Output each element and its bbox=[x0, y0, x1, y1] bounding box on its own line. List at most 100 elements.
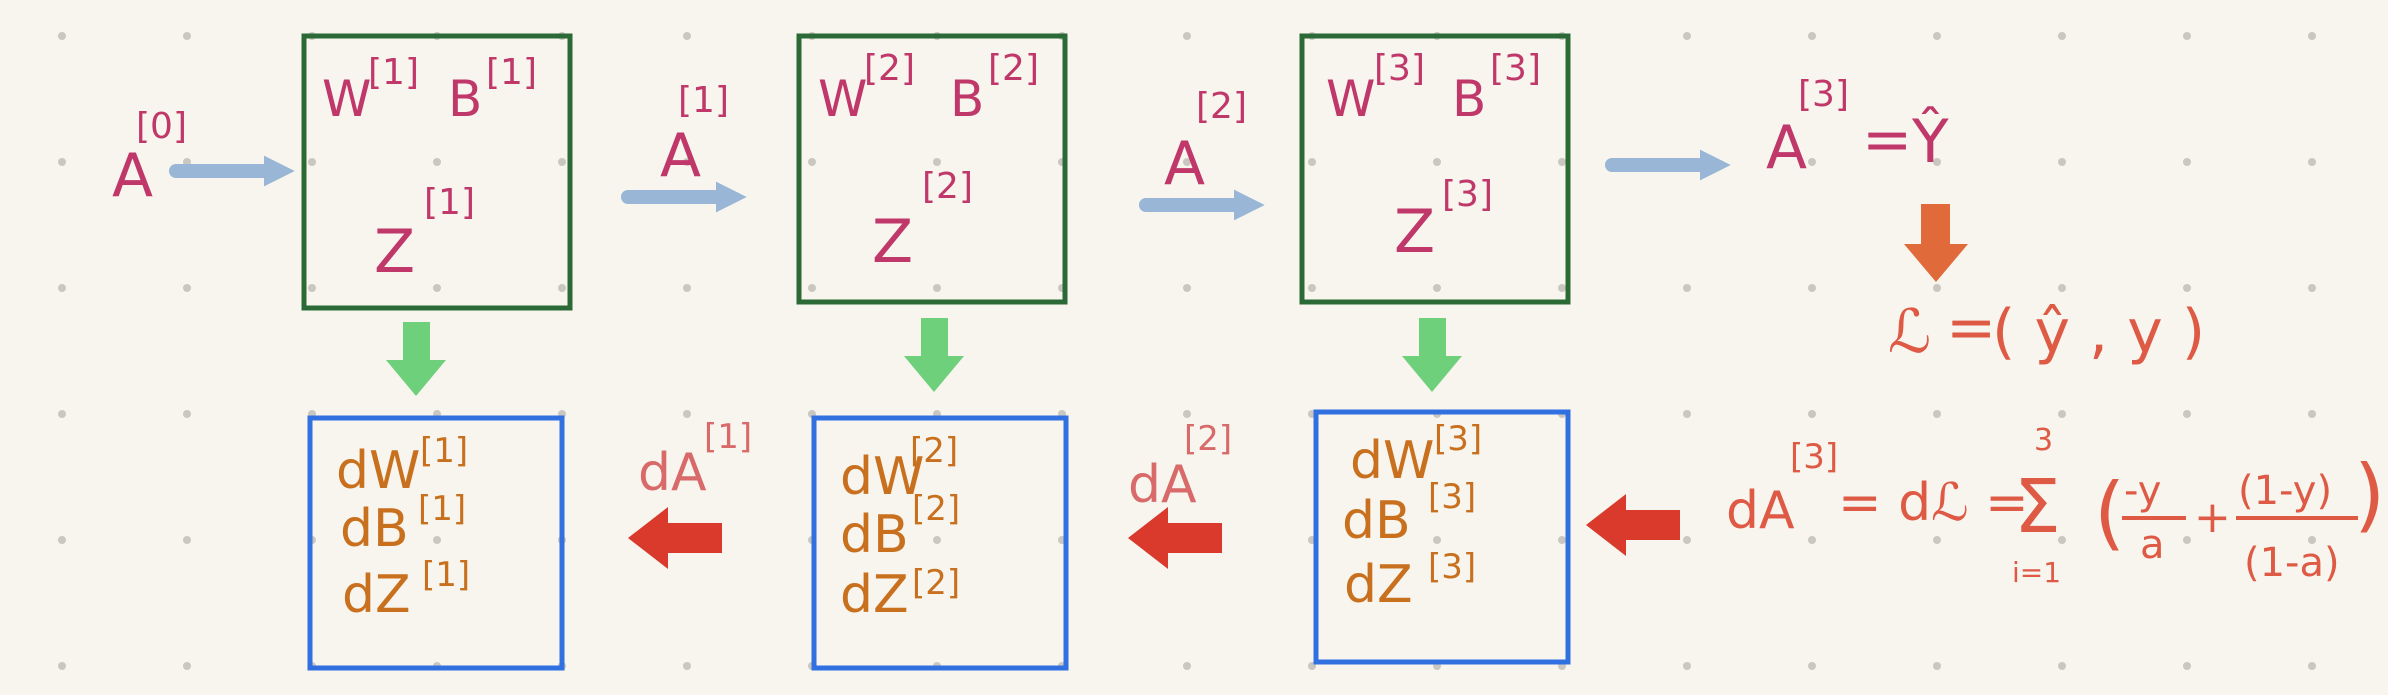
preactivation-sup-1: [1] bbox=[424, 182, 475, 223]
grid-dot bbox=[1683, 32, 1691, 40]
grad-bias-sup-3: [3] bbox=[1428, 477, 1476, 517]
grid-dot bbox=[1433, 158, 1441, 166]
grid-dot bbox=[1808, 32, 1816, 40]
grid-dot bbox=[2058, 410, 2066, 418]
grad-activation-1: dA bbox=[638, 443, 707, 503]
grid-dot bbox=[683, 662, 691, 670]
weight-sup-3: [3] bbox=[1374, 48, 1425, 89]
preactivation-label-1: Z bbox=[374, 217, 415, 287]
grid-dot bbox=[1933, 32, 1941, 40]
backward-layer-box-3 bbox=[1313, 409, 1571, 665]
input-activation: A bbox=[112, 141, 153, 211]
loss-equals: = bbox=[1946, 293, 1996, 363]
grid-dot bbox=[1558, 158, 1566, 166]
bias-label-2: B bbox=[950, 70, 984, 128]
grad-weight-3: dW bbox=[1350, 431, 1434, 491]
preactivation-sup-3: [3] bbox=[1442, 174, 1493, 215]
grid-dot bbox=[1308, 284, 1316, 292]
backward-arrow-1 bbox=[628, 507, 722, 569]
backward-arrow-2 bbox=[1128, 507, 1222, 569]
backward-arrow-3 bbox=[1586, 494, 1680, 556]
weight-sup-2: [2] bbox=[864, 48, 915, 89]
grid-dot bbox=[58, 536, 66, 544]
bias-sup-3: [3] bbox=[1490, 48, 1541, 89]
grid-dot bbox=[933, 158, 941, 166]
grid-dot bbox=[58, 158, 66, 166]
grid-dot bbox=[683, 158, 691, 166]
grid-dot bbox=[2308, 158, 2316, 166]
grid-dot bbox=[1683, 536, 1691, 544]
grad-weight-1: dW bbox=[336, 441, 420, 501]
activation-1: A bbox=[660, 121, 701, 191]
preactivation-label-3: Z bbox=[1394, 197, 1435, 267]
grid-dot bbox=[683, 32, 691, 40]
grid-dot bbox=[2183, 284, 2191, 292]
close-paren: ) bbox=[2354, 448, 2385, 541]
grid-dot bbox=[2058, 536, 2066, 544]
preactivation-sup-2: [2] bbox=[922, 166, 973, 207]
grid-dot bbox=[2308, 536, 2316, 544]
input-activation-sup: [0] bbox=[136, 106, 187, 147]
activation-2-sup: [2] bbox=[1196, 86, 1247, 127]
term1-numerator: -y bbox=[2124, 468, 2161, 514]
grid-dot bbox=[1933, 536, 1941, 544]
term1-denominator: a bbox=[2140, 522, 2165, 568]
grid-dot bbox=[58, 32, 66, 40]
down-arrow-green-1 bbox=[386, 322, 446, 396]
bias-sup-1: [1] bbox=[486, 52, 537, 93]
forward-layer-box-3 bbox=[1299, 33, 1571, 305]
grad-loss-expression: = dℒ = bbox=[1838, 473, 2029, 533]
grid-dot bbox=[933, 284, 941, 292]
grad-preactivation-1: dZ bbox=[342, 565, 411, 625]
weight-label-1: W bbox=[322, 70, 371, 128]
activation-1-sup: [1] bbox=[678, 80, 729, 121]
grid-dot bbox=[183, 662, 191, 670]
grad-preactivation-sup-1: [1] bbox=[422, 555, 470, 595]
down-arrow-green-2 bbox=[904, 318, 964, 392]
grid-dot bbox=[808, 158, 816, 166]
grad-bias-3: dB bbox=[1342, 491, 1411, 551]
grid-dot bbox=[1558, 536, 1566, 544]
grid-dot bbox=[2308, 662, 2316, 670]
grid-dot bbox=[1808, 158, 1816, 166]
grid-dot bbox=[2058, 158, 2066, 166]
sum-lower-limit: i=1 bbox=[2012, 556, 2061, 589]
forward-layer-box-1 bbox=[301, 33, 573, 311]
grid-dot bbox=[1183, 32, 1191, 40]
bias-label-3: B bbox=[1452, 70, 1486, 128]
forward-layer-box-2 bbox=[796, 33, 1068, 305]
output-activation-sup: [3] bbox=[1798, 74, 1849, 115]
grid-dot bbox=[1183, 662, 1191, 670]
grid-dot bbox=[1683, 662, 1691, 670]
backward-layer-box-1 bbox=[307, 415, 565, 671]
grid-dot bbox=[2183, 32, 2191, 40]
grid-dot bbox=[2308, 32, 2316, 40]
sum-upper-limit: 3 bbox=[2034, 423, 2053, 458]
grid-dot bbox=[933, 536, 941, 544]
grad-output-activation: dA bbox=[1726, 481, 1795, 541]
backward-layer-box-2 bbox=[811, 415, 1069, 671]
grid-dot bbox=[183, 32, 191, 40]
grad-bias-2: dB bbox=[840, 505, 909, 565]
grad-preactivation-2: dZ bbox=[840, 565, 909, 625]
grad-activation-1-sup: [1] bbox=[704, 417, 752, 457]
term2-denominator: (1-a) bbox=[2244, 540, 2340, 586]
grid-dot bbox=[1308, 158, 1316, 166]
weight-label-3: W bbox=[1326, 70, 1375, 128]
grid-dot bbox=[558, 284, 566, 292]
summation-symbol: Σ bbox=[2014, 464, 2061, 550]
grid-dot bbox=[308, 158, 316, 166]
grid-dot bbox=[1183, 158, 1191, 166]
grad-weight-sup-2: [2] bbox=[910, 431, 958, 471]
grad-weight-2: dW bbox=[840, 447, 924, 507]
grid-dot bbox=[1933, 284, 1941, 292]
grid-dot bbox=[58, 284, 66, 292]
weight-label-2: W bbox=[818, 70, 867, 128]
grid-dot bbox=[683, 284, 691, 292]
grad-weight-sup-1: [1] bbox=[420, 431, 468, 471]
grad-output-activation-sup: [3] bbox=[1790, 437, 1838, 477]
bias-sup-2: [2] bbox=[988, 48, 1039, 89]
grid-dot bbox=[58, 410, 66, 418]
